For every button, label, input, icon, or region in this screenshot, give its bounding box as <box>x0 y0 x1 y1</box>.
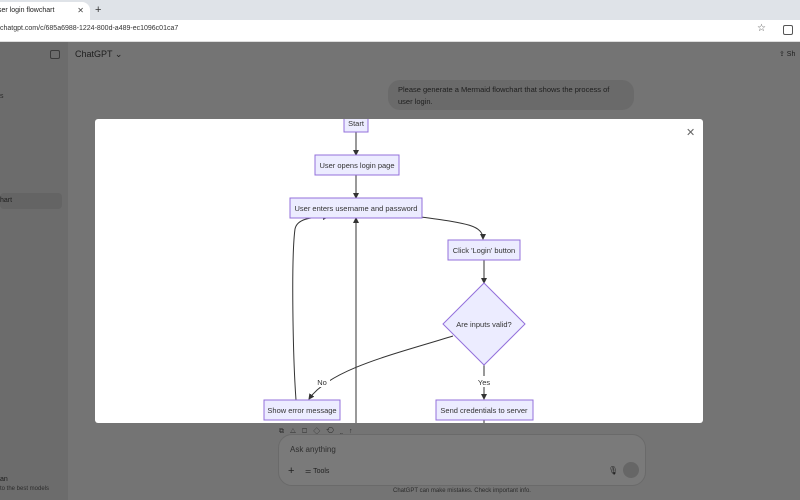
star-icon[interactable]: ☆ <box>757 23 766 34</box>
extensions-icon[interactable] <box>783 25 793 35</box>
microphone-icon[interactable]: 🎙 <box>608 466 619 475</box>
sidebar-item[interactable]: s <box>0 93 4 100</box>
url-text[interactable]: chatgpt.com/c/685a6988-1224-800d-a489-ec… <box>0 25 179 32</box>
edge-error-enter <box>292 214 329 401</box>
plus-icon[interactable]: + <box>288 465 295 477</box>
disclaimer-text: ChatGPT can make mistakes. Check importa… <box>393 488 531 494</box>
share-button[interactable]: ⇪ Sh <box>779 51 796 58</box>
sidebar-plan-label[interactable]: an <box>0 476 8 483</box>
sidebar: s hart an to the best models <box>0 42 68 500</box>
voice-mode-button[interactable] <box>623 462 639 478</box>
browser-tab[interactable]: ser login flowchart ✕ <box>0 2 90 20</box>
node-send-credentials <box>435 399 534 421</box>
prompt-input[interactable]: Ask anything <box>290 445 336 454</box>
node-label-send: Send credentials to server <box>440 406 528 415</box>
node-label-enter: User enters username and password <box>295 204 418 213</box>
edge-valid-error <box>308 335 454 400</box>
edge-enter-click <box>420 216 486 240</box>
node-enter-credentials <box>289 197 423 219</box>
tools-button[interactable]: ⚌ Tools <box>305 468 330 475</box>
sidebar-toggle-icon[interactable] <box>50 50 60 59</box>
node-inputs-valid <box>442 282 526 366</box>
edge-label-yes: Yes <box>478 378 490 387</box>
flowchart-modal: ✕ Star <box>95 119 703 423</box>
edge-label-no: No <box>317 378 327 387</box>
node-label-click: Click 'Login' button <box>453 246 515 255</box>
sidebar-plan-subtitle: to the best models <box>0 486 50 492</box>
composer[interactable]: Ask anything + ⚌ Tools 🎙 <box>278 434 646 486</box>
node-click-login <box>447 239 521 261</box>
node-error-message <box>263 399 341 421</box>
flowchart-diagram: Start User opens login page User enters … <box>263 119 534 423</box>
browser-tab-bar: ser login flowchart ✕ + <box>0 0 800 20</box>
close-icon[interactable]: ✕ <box>686 127 696 139</box>
node-label-valid: Are inputs valid? <box>456 320 511 329</box>
model-selector[interactable]: ChatGPT ⌄ <box>75 49 123 59</box>
message-action-icons[interactable]: ⧉△▢◇⟲⌄↑ <box>279 428 359 435</box>
node-label-start: Start <box>348 119 365 128</box>
node-start <box>343 119 369 133</box>
tab-close-icon[interactable]: ✕ <box>77 6 84 15</box>
address-bar[interactable]: chatgpt.com/c/685a6988-1224-800d-a489-ec… <box>0 20 800 42</box>
node-label-error: Show error message <box>267 406 336 415</box>
new-tab-button[interactable]: + <box>95 4 102 16</box>
tab-title: ser login flowchart <box>0 7 55 14</box>
tools-label: Tools <box>313 468 330 475</box>
user-message: Please generate a Mermaid flowchart that… <box>388 80 634 110</box>
sidebar-item-active-chat[interactable]: hart <box>0 193 62 209</box>
node-label-open: User opens login page <box>319 161 394 170</box>
node-open-login <box>314 154 400 176</box>
